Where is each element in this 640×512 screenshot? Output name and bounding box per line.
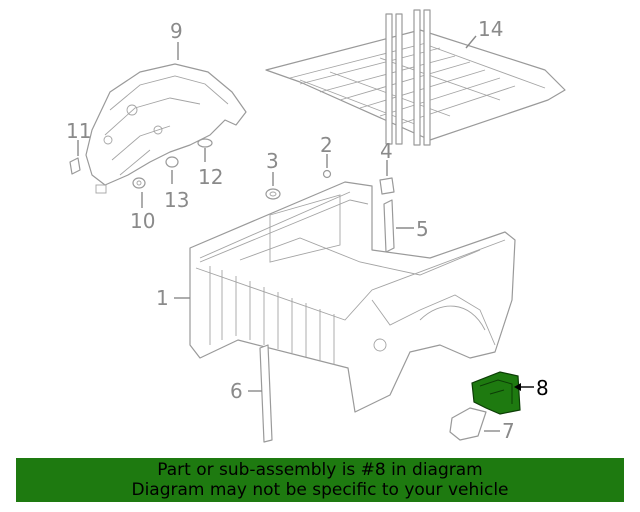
callout-9: 9 — [170, 19, 183, 43]
part-11-clip — [69, 157, 81, 175]
part-7-cover — [449, 407, 487, 441]
callout-2: 2 — [320, 133, 333, 157]
part-8-highlighted-bracket — [471, 371, 521, 415]
callout-4: 4 — [380, 139, 393, 163]
part-13-fastener — [165, 156, 179, 168]
info-banner: Part or sub-assembly is #8 in diagram Di… — [16, 458, 624, 502]
callout-7: 7 — [502, 419, 515, 443]
banner-line-1: Part or sub-assembly is #8 in diagram — [157, 460, 483, 480]
part-4-bracket — [379, 177, 395, 195]
arrowhead-8 — [514, 383, 521, 391]
part-6-strip — [259, 344, 273, 443]
part-3-grommet — [265, 188, 281, 200]
callout-10: 10 — [130, 209, 155, 233]
callout-3: 3 — [266, 149, 279, 173]
part-14-floor-panel — [265, 9, 566, 146]
part-10-fastener — [132, 177, 146, 189]
callout-5: 5 — [416, 217, 429, 241]
parts-diagram: 14 9 11 10 13 12 3 2 — [66, 9, 566, 443]
leader-14 — [465, 35, 477, 49]
callout-14: 14 — [478, 17, 503, 41]
callout-13: 13 — [164, 188, 189, 212]
callout-6: 6 — [230, 379, 243, 403]
callout-1: 1 — [156, 286, 169, 310]
banner-line-2: Diagram may not be specific to your vehi… — [131, 480, 509, 500]
callout-8: 8 — [536, 376, 549, 400]
callout-12: 12 — [198, 165, 223, 189]
callout-11: 11 — [66, 119, 91, 143]
part-1-pickup-box — [189, 181, 516, 413]
part-9-wheelhouse-liner — [85, 63, 247, 194]
part-12-plug — [197, 138, 213, 148]
part-5-side-panel — [383, 199, 395, 253]
part-2-plug — [322, 169, 332, 179]
